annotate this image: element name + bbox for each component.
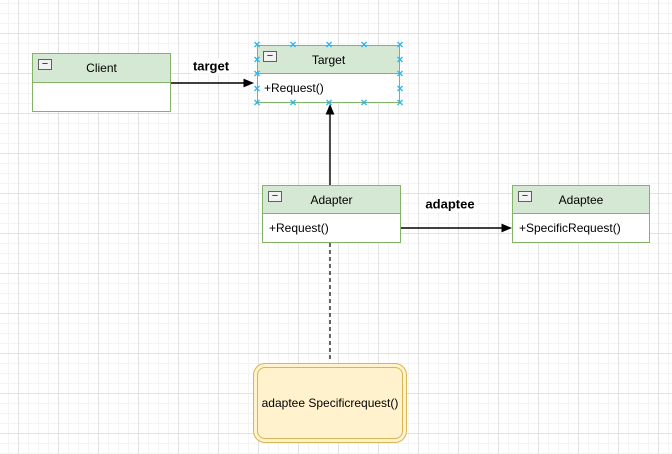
edge-adapter-adaptee[interactable] xyxy=(401,223,512,233)
connection-point-icon[interactable]: × xyxy=(396,52,404,67)
class-adapter-header: − Adapter xyxy=(263,186,400,214)
collapse-icon[interactable]: − xyxy=(518,191,532,202)
arrowhead-icon xyxy=(325,104,335,115)
class-target-name: Target xyxy=(311,52,346,67)
note-inner-border: adaptee Specificrequest() xyxy=(257,367,403,439)
note-text: adaptee Specificrequest() xyxy=(261,396,399,410)
connection-point-icon[interactable]: × xyxy=(289,95,297,110)
connection-point-icon[interactable]: × xyxy=(360,37,368,52)
class-client[interactable]: − Client xyxy=(32,53,171,112)
class-adapter-body: +Request() xyxy=(263,214,400,242)
class-adapter-method: +Request() xyxy=(269,221,329,235)
class-adaptee-header: − Adaptee xyxy=(513,186,649,214)
edge-label-adaptee[interactable]: adaptee xyxy=(423,196,477,212)
connection-point-icon[interactable]: × xyxy=(396,95,404,110)
class-target[interactable]: − Target +Request() xyxy=(257,45,400,103)
connection-point-icon[interactable]: × xyxy=(253,81,261,96)
collapse-icon[interactable]: − xyxy=(263,51,277,62)
connection-point-icon[interactable]: × xyxy=(253,66,261,81)
class-client-name: Client xyxy=(86,61,117,75)
class-target-method: +Request() xyxy=(264,81,324,95)
class-adapter[interactable]: − Adapter +Request() xyxy=(262,185,401,243)
class-adaptee-method: +SpecificRequest() xyxy=(519,221,621,235)
connection-point-icon[interactable]: × xyxy=(396,81,404,96)
arrowhead-icon xyxy=(243,78,254,88)
connection-point-icon[interactable]: × xyxy=(253,52,261,67)
class-client-header: − Client xyxy=(33,54,170,83)
class-adapter-name: Adapter xyxy=(310,192,353,207)
class-adaptee[interactable]: − Adaptee +SpecificRequest() xyxy=(512,185,650,243)
class-target-body: +Request() xyxy=(258,74,399,102)
note-shape[interactable]: adaptee Specificrequest() xyxy=(253,363,407,443)
connection-point-icon[interactable]: × xyxy=(360,95,368,110)
connection-point-icon[interactable]: × xyxy=(253,37,261,52)
connection-point-icon[interactable]: × xyxy=(325,95,333,110)
class-adaptee-name: Adaptee xyxy=(558,192,604,207)
edge-label-target[interactable]: target xyxy=(190,58,232,74)
collapse-icon[interactable]: − xyxy=(268,191,282,202)
class-client-body xyxy=(33,83,170,111)
class-adaptee-body: +SpecificRequest() xyxy=(513,214,649,242)
edge-client-target[interactable] xyxy=(171,78,254,88)
edge-adapter-target[interactable] xyxy=(325,104,335,185)
connection-point-icon[interactable]: × xyxy=(325,37,333,52)
connection-point-icon[interactable]: × xyxy=(289,37,297,52)
connection-point-icon[interactable]: × xyxy=(396,37,404,52)
collapse-icon[interactable]: − xyxy=(38,59,52,70)
arrowhead-icon xyxy=(501,223,512,233)
connection-point-icon[interactable]: × xyxy=(253,95,261,110)
class-target-header: − Target xyxy=(258,46,399,74)
connection-point-icon[interactable]: × xyxy=(396,66,404,81)
